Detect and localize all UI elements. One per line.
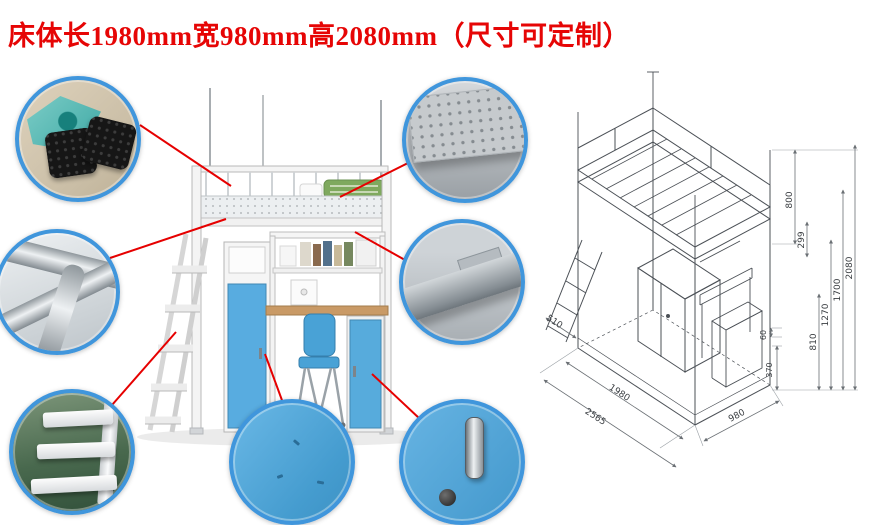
dim-370: 370 xyxy=(765,362,774,377)
extension-lines xyxy=(539,149,858,449)
net-poles xyxy=(209,88,382,176)
product-photo xyxy=(137,88,447,446)
dim-1270: 1270 xyxy=(821,303,831,326)
callout-door-handle xyxy=(399,399,525,525)
dim-2080: 2080 xyxy=(845,256,855,279)
dim-60: 60 xyxy=(759,330,768,340)
dim-1700: 1700 xyxy=(833,278,843,301)
callout-tube-joints xyxy=(0,229,120,355)
dim-800: 800 xyxy=(785,191,795,208)
books xyxy=(279,239,377,267)
pillow xyxy=(299,183,323,198)
dim-2565: 2565 xyxy=(583,407,608,428)
callout-blue-panel xyxy=(229,399,355,525)
callout-foot-pads xyxy=(15,76,141,202)
dimension-drawing: 800 299 810 1270 1700 2080 60 370 510 19… xyxy=(539,71,858,468)
top-bunk xyxy=(193,165,391,227)
drawing-desk xyxy=(699,240,753,358)
drawing-side-cabinet xyxy=(711,301,763,388)
dim-980: 980 xyxy=(727,408,747,425)
bed-ladder xyxy=(145,233,209,433)
ladder-step-icon xyxy=(36,441,116,460)
drawing-cabinet xyxy=(637,248,721,373)
dimension-lines xyxy=(543,144,857,468)
panel-mark-icon xyxy=(316,480,325,485)
dim-1980: 1980 xyxy=(607,383,632,404)
callout-ladder-steps xyxy=(9,389,135,515)
dim-510: 510 xyxy=(544,313,564,331)
callout-perforated-panel xyxy=(402,77,528,203)
wardrobe xyxy=(223,241,271,433)
side-cabinet xyxy=(346,315,385,433)
dim-810: 810 xyxy=(809,333,819,350)
page-title: 床体长1980mm宽980mm高2080mm（尺寸可定制） xyxy=(8,21,630,51)
perforated-panel-icon xyxy=(406,85,524,163)
panel-mark-icon xyxy=(276,474,284,479)
wardrobe-handle xyxy=(259,348,262,359)
door-handle-icon xyxy=(465,417,484,479)
panel-mark-icon xyxy=(292,439,301,446)
dim-299: 299 xyxy=(797,231,807,248)
callout-beam-bracket xyxy=(399,219,525,345)
door-lock-icon xyxy=(439,489,456,506)
callout-connector-lines xyxy=(109,124,421,420)
dimension-labels: 800 299 810 1270 1700 2080 60 370 510 19… xyxy=(544,191,855,428)
